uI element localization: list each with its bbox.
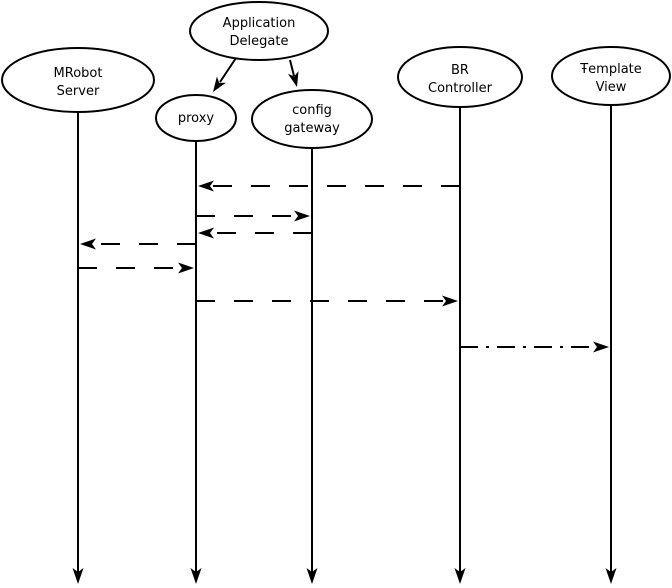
arrow-left-icon <box>198 180 214 192</box>
message-proxy-to-config-gateway <box>196 210 310 222</box>
arrow-right-icon <box>593 341 609 353</box>
node-label: Delegate <box>230 34 289 49</box>
node-application-delegate: Application Delegate <box>189 1 329 61</box>
node-ellipse <box>155 94 237 142</box>
message-br-controller-to-proxy <box>198 180 460 192</box>
lifeline-proxy <box>190 141 202 584</box>
lifeline-config-gateway <box>306 148 318 584</box>
node-label: Application <box>223 16 296 31</box>
message-proxy-to-br-controller <box>196 295 458 307</box>
edge-line <box>289 59 295 77</box>
node-mrobot-server: MRobot Server <box>1 47 155 113</box>
node-label: config <box>292 103 332 118</box>
arrow-down-icon <box>190 568 202 584</box>
arrow-left-icon <box>198 227 214 239</box>
arrow-down-icon <box>72 568 84 584</box>
node-label: MRobot <box>54 66 103 81</box>
arrow-right-icon <box>442 295 458 307</box>
node-ellipse <box>189 1 329 61</box>
arrow-down-right-icon <box>287 71 299 87</box>
node-ellipse <box>251 89 373 149</box>
node-template-view: Ŧemplate View <box>551 46 671 106</box>
arrow-right-icon <box>178 262 194 274</box>
node-config-gateway: config gateway <box>251 89 373 149</box>
arrow-left-icon <box>80 238 96 250</box>
arrow-down-left-icon <box>213 76 226 92</box>
lifeline-template-view <box>605 105 617 584</box>
arrow-down-icon <box>306 568 318 584</box>
lifeline-mrobot-server <box>72 112 84 584</box>
edge-application-delegate-to-config-gateway <box>287 59 299 87</box>
node-ellipse <box>397 46 523 108</box>
edge-line <box>219 57 237 83</box>
message-proxy-to-mrobot-server <box>80 238 196 250</box>
node-label: Ŧemplate <box>579 62 642 77</box>
message-config-gateway-to-proxy <box>198 227 312 239</box>
arrow-down-icon <box>454 568 466 584</box>
node-br-controller: BR Controller <box>397 46 523 108</box>
node-label: Controller <box>428 81 493 96</box>
node-label: gateway <box>284 121 340 136</box>
node-ellipse <box>551 46 671 106</box>
node-label: BR <box>451 63 469 78</box>
lifeline-br-controller <box>454 107 466 584</box>
message-mrobot-server-to-proxy <box>78 262 194 274</box>
node-proxy: proxy <box>155 94 237 142</box>
node-label: Server <box>57 84 100 99</box>
node-label: View <box>596 80 627 95</box>
node-ellipse <box>1 47 155 113</box>
edge-application-delegate-to-proxy <box>213 57 237 92</box>
message-br-controller-to-template-view <box>460 341 609 353</box>
node-label: proxy <box>178 111 215 126</box>
arrow-right-icon <box>294 210 310 222</box>
arrow-down-icon <box>605 568 617 584</box>
